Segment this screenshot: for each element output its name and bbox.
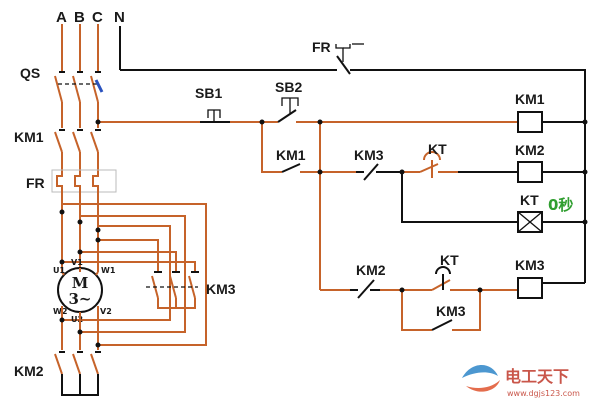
- km3-main-label: KM3: [206, 281, 236, 297]
- coil-kt-label: KT: [520, 192, 539, 208]
- fr-control-contact: [330, 43, 364, 75]
- qs-label: QS: [20, 65, 40, 81]
- kt-delay-value: 0秒: [548, 196, 573, 214]
- coil-km2-label: KM2: [515, 142, 545, 158]
- watermark: 电工天下 www.dgjs123.com: [462, 365, 580, 398]
- coil-km3-label: KM3: [515, 257, 545, 273]
- km3-hold-label: KM3: [436, 303, 466, 319]
- motor-symbol: M: [72, 274, 89, 292]
- terminal-u2: U2: [71, 315, 83, 324]
- motor-phase: 3~: [68, 290, 91, 308]
- watermark-name: 电工天下: [505, 367, 569, 386]
- neutral-label: N: [114, 9, 125, 26]
- kt-contact2-label: KT: [440, 252, 459, 268]
- km2-main-label: KM2: [14, 363, 44, 379]
- km3-contacts: [62, 239, 199, 309]
- km3-hold-contact: [431, 290, 481, 331]
- sb1-label: SB1: [195, 85, 222, 101]
- km1-aux-label: KM1: [276, 147, 306, 163]
- fr-main-label: FR: [26, 175, 45, 191]
- fr-thermal-relay: [51, 169, 117, 193]
- sb2-start-button: [262, 97, 299, 123]
- control-circuit: FR SB1 SB2 KM1 KM1: [95, 26, 588, 331]
- kt-contact1-label: KT: [428, 141, 447, 157]
- sb1-stop-button: [195, 109, 230, 123]
- km2-contacts: [54, 351, 101, 396]
- km1-main-contacts: [54, 129, 101, 153]
- kt-timer-contact-1: [402, 151, 458, 178]
- km2-aux-contact: [350, 279, 380, 299]
- phase-c-label: C: [92, 9, 103, 26]
- terminal-w1: W1: [101, 266, 116, 275]
- coil-km1-label: KM1: [515, 91, 545, 107]
- coil-kt: [517, 211, 543, 233]
- phase-b-label: B: [74, 9, 85, 26]
- km3-aux-label: KM3: [354, 147, 384, 163]
- coil-km1: [517, 111, 543, 133]
- terminal-u1: U1: [53, 266, 65, 275]
- phase-a-label: A: [56, 9, 67, 26]
- km1-main-label: KM1: [14, 129, 44, 145]
- main-circuit: M 3~ U1 V1 W1 U2 W2 V2: [14, 9, 236, 396]
- motor: M 3~ U1 V1 W1 U2 W2 V2: [53, 258, 116, 324]
- km1-aux-contact: [281, 163, 320, 173]
- km2-aux-label: KM2: [356, 262, 386, 278]
- fr-control-label: FR: [312, 39, 331, 55]
- watermark-url: www.dgjs123.com: [507, 389, 580, 398]
- km3-aux-contact: [356, 163, 382, 181]
- coil-km2: [517, 161, 543, 183]
- kt-timer-contact-2: [402, 266, 480, 291]
- qs-switch: [54, 71, 104, 103]
- terminal-w2: W2: [53, 307, 67, 316]
- terminal-v1: V1: [71, 258, 83, 267]
- sb2-label: SB2: [275, 79, 302, 95]
- terminal-v2: V2: [100, 307, 112, 316]
- coil-km3: [517, 277, 543, 299]
